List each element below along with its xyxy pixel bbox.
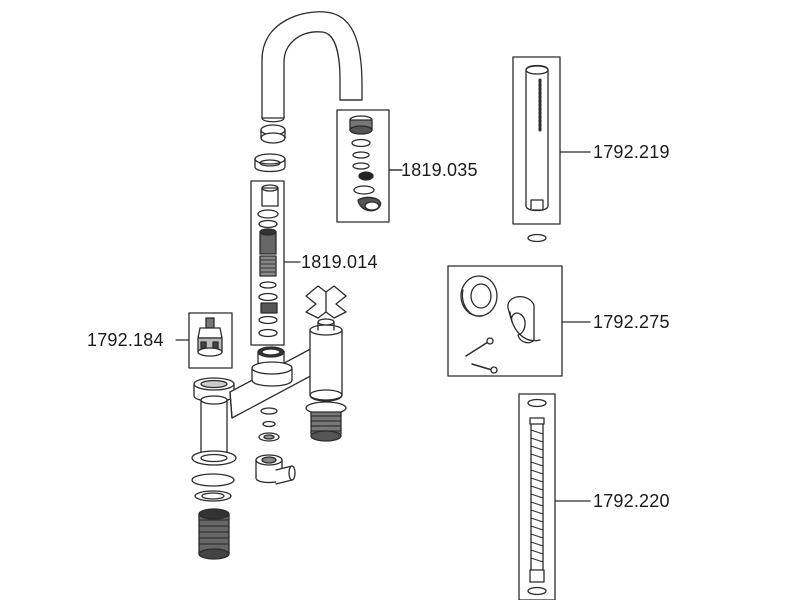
part-number-label: 1792.220 [593, 491, 670, 511]
center-fittings [255, 407, 296, 485]
part-number-label: 1792.219 [593, 142, 670, 162]
hand-shower [512, 56, 561, 243]
right-base-fittings [305, 401, 347, 442]
spout [260, 11, 363, 144]
mixer-bridge-body [191, 318, 343, 466]
cartridge-kit [250, 180, 285, 346]
left-base-fittings [191, 473, 235, 560]
part-number-label: 1819.035 [401, 160, 478, 180]
aerator-kit [336, 109, 403, 223]
spout-nut-ring [254, 153, 286, 173]
part-number-label: 1792.275 [593, 312, 670, 332]
wall-bracket [447, 265, 563, 377]
valve-cartridge-box [188, 312, 233, 369]
part-number-label: 1792.184 [87, 330, 164, 350]
part-number-label: 1819.014 [301, 252, 378, 272]
cross-handle [305, 285, 347, 319]
shower-hose [518, 393, 556, 601]
